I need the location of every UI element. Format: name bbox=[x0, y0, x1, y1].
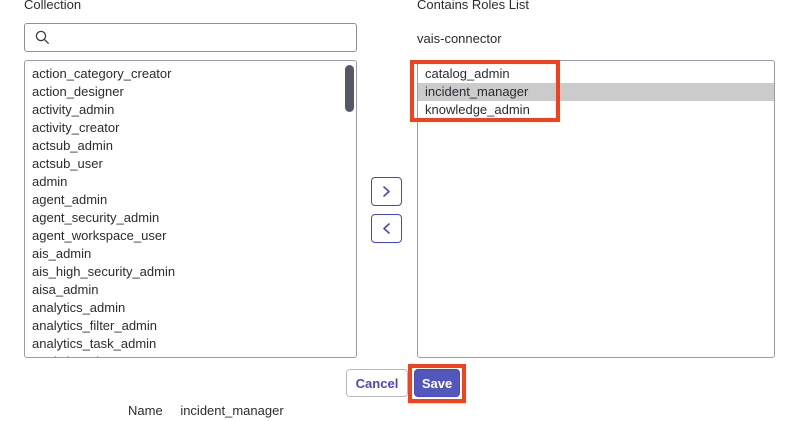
chevron-right-icon bbox=[383, 186, 390, 197]
list-item[interactable]: action_designer bbox=[32, 84, 124, 99]
name-label: Name bbox=[128, 403, 163, 418]
list-item[interactable]: analytics_viewer bbox=[25, 353, 356, 357]
list-item[interactable]: agent_admin bbox=[32, 192, 108, 207]
list-item[interactable]: actsub_user bbox=[32, 156, 103, 171]
list-item[interactable]: agent_workspace_user bbox=[32, 228, 167, 243]
search-input[interactable] bbox=[51, 24, 356, 51]
list-item[interactable]: ais_admin bbox=[32, 246, 92, 261]
collection-panel-label: Collection bbox=[24, 0, 82, 12]
search-icon bbox=[35, 30, 49, 44]
contains-roles-list-label: Contains Roles List bbox=[417, 0, 529, 12]
scrollbar-thumb[interactable] bbox=[345, 65, 354, 112]
list-item[interactable]: agent_security_admin bbox=[32, 210, 160, 225]
move-right-button[interactable] bbox=[371, 177, 402, 206]
list-item[interactable]: analytics_filter_admin bbox=[32, 318, 158, 333]
collection-list-scrollbar[interactable] bbox=[345, 63, 354, 357]
search-box[interactable] bbox=[24, 23, 357, 52]
save-button[interactable]: Save bbox=[414, 369, 460, 397]
name-row: Name incident_manager bbox=[128, 403, 284, 418]
subject-name: vais-connector bbox=[417, 31, 502, 46]
list-item[interactable]: actsub_admin bbox=[32, 138, 113, 153]
cancel-button[interactable]: Cancel bbox=[346, 369, 408, 397]
move-left-button[interactable] bbox=[371, 214, 402, 243]
list-item[interactable]: activity_creator bbox=[32, 120, 120, 135]
name-value: incident_manager bbox=[180, 403, 284, 418]
list-item[interactable]: analytics_admin bbox=[32, 300, 126, 315]
list-item[interactable]: aisa_admin bbox=[32, 282, 99, 297]
list-item[interactable]: knowledge_admin bbox=[425, 102, 530, 117]
chevron-left-icon bbox=[383, 223, 390, 234]
list-item[interactable]: admin bbox=[32, 174, 68, 189]
list-item[interactable]: activity_admin bbox=[32, 102, 115, 117]
list-item[interactable]: analytics_task_admin bbox=[32, 336, 157, 351]
list-item[interactable]: ais_high_security_admin bbox=[32, 264, 176, 279]
list-item[interactable]: incident_manager bbox=[418, 83, 774, 101]
list-item[interactable]: action_category_creator bbox=[32, 66, 172, 81]
list-item[interactable]: catalog_admin bbox=[425, 66, 510, 81]
